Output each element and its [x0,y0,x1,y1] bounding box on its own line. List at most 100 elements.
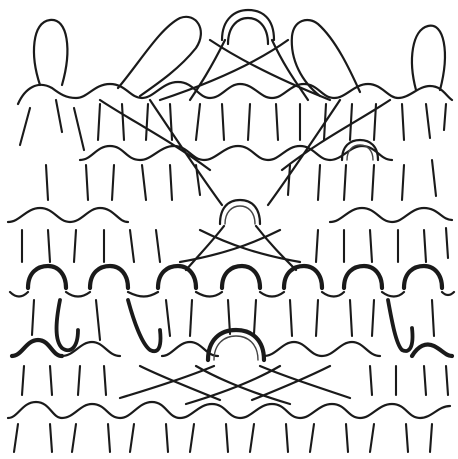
leg [170,104,172,140]
leg [406,424,408,452]
leg [72,424,76,452]
leg [424,366,426,395]
crossing-thread-1 [210,40,330,100]
row-5-right-heavy [412,344,452,356]
leg [190,300,192,336]
leg [50,424,52,452]
leg [22,366,24,395]
row-1-loops [18,82,452,104]
leg [350,104,352,140]
leg [372,300,374,336]
leg [344,165,346,200]
leg [112,165,114,200]
leg [372,165,374,200]
leg [446,366,448,395]
bottom-diagonals [22,366,448,404]
row-1-to-row-2-legs [20,100,446,150]
leg [96,300,100,340]
leg [98,104,100,140]
diagonal-right-down [268,100,340,205]
elongated-loop-1 [34,20,67,85]
heavy-loop [284,266,322,288]
leg [196,104,200,140]
leg [108,424,110,452]
leg [310,424,314,452]
leg [402,104,404,140]
leg [346,424,348,452]
heavy-loop [90,266,128,288]
row-2-loops [80,140,392,160]
leg [78,366,80,395]
leg [156,230,160,262]
center-cross-a [200,230,300,262]
heavy-loop [158,266,196,288]
leg [254,300,256,334]
leg [32,300,34,335]
leg [130,230,134,262]
bottom-diagonal-5 [140,366,220,400]
leg [424,230,426,262]
leg [318,165,320,200]
leg [316,230,318,262]
row-4-heavy-legs [32,300,434,351]
leg [432,300,434,336]
leg [166,300,170,336]
leg [142,165,146,200]
leg [250,424,254,452]
leg [426,104,430,138]
leg [226,424,228,452]
leg [74,108,84,150]
heavy-u-loop [388,300,413,351]
leg [432,160,436,196]
leg [370,424,374,452]
leg [86,165,88,200]
row-4-heavy-loops [10,266,454,297]
elongated-loop-4 [412,26,445,90]
leg [402,165,404,200]
row-4-connector [10,292,454,297]
diagonal-left-upper [100,100,210,170]
leg [286,424,288,452]
leg [48,230,50,262]
center-double-loop-top-inner [228,18,268,44]
leg [170,165,172,200]
row-5-left-heavy [12,340,62,356]
leg [122,104,124,140]
leg [444,104,446,130]
leg [130,424,134,452]
leg [20,108,30,145]
leg [104,366,106,395]
center-loop-right-leg [272,40,308,100]
leg [248,104,250,140]
heavy-loop [344,266,382,288]
leg [46,165,48,200]
heavy-loop [404,266,442,288]
bottom-diagonal-1 [120,366,214,398]
leg [370,366,372,395]
leg [14,424,18,452]
leg [190,424,194,452]
leg [56,100,62,132]
row-3-right-thread [330,208,452,222]
row-3-center-double-loop-inner [225,206,255,224]
heavy-loop [28,266,66,288]
leg [446,228,448,258]
leg [166,424,168,452]
leg [276,104,278,140]
leg [74,230,76,262]
row-5-center-double-inner [214,336,258,360]
leg [288,165,290,195]
bottom-diagonal-6 [252,366,330,400]
leg [222,104,224,140]
leg [430,424,432,452]
row-1-thread [18,82,452,104]
center-cross-b [180,230,280,262]
bottom-legs [14,424,432,452]
heavy-u-loop [57,300,79,350]
row-3-left-thread [8,208,128,222]
leg [370,230,372,262]
row-5-thread [62,342,380,356]
leg [290,300,292,336]
